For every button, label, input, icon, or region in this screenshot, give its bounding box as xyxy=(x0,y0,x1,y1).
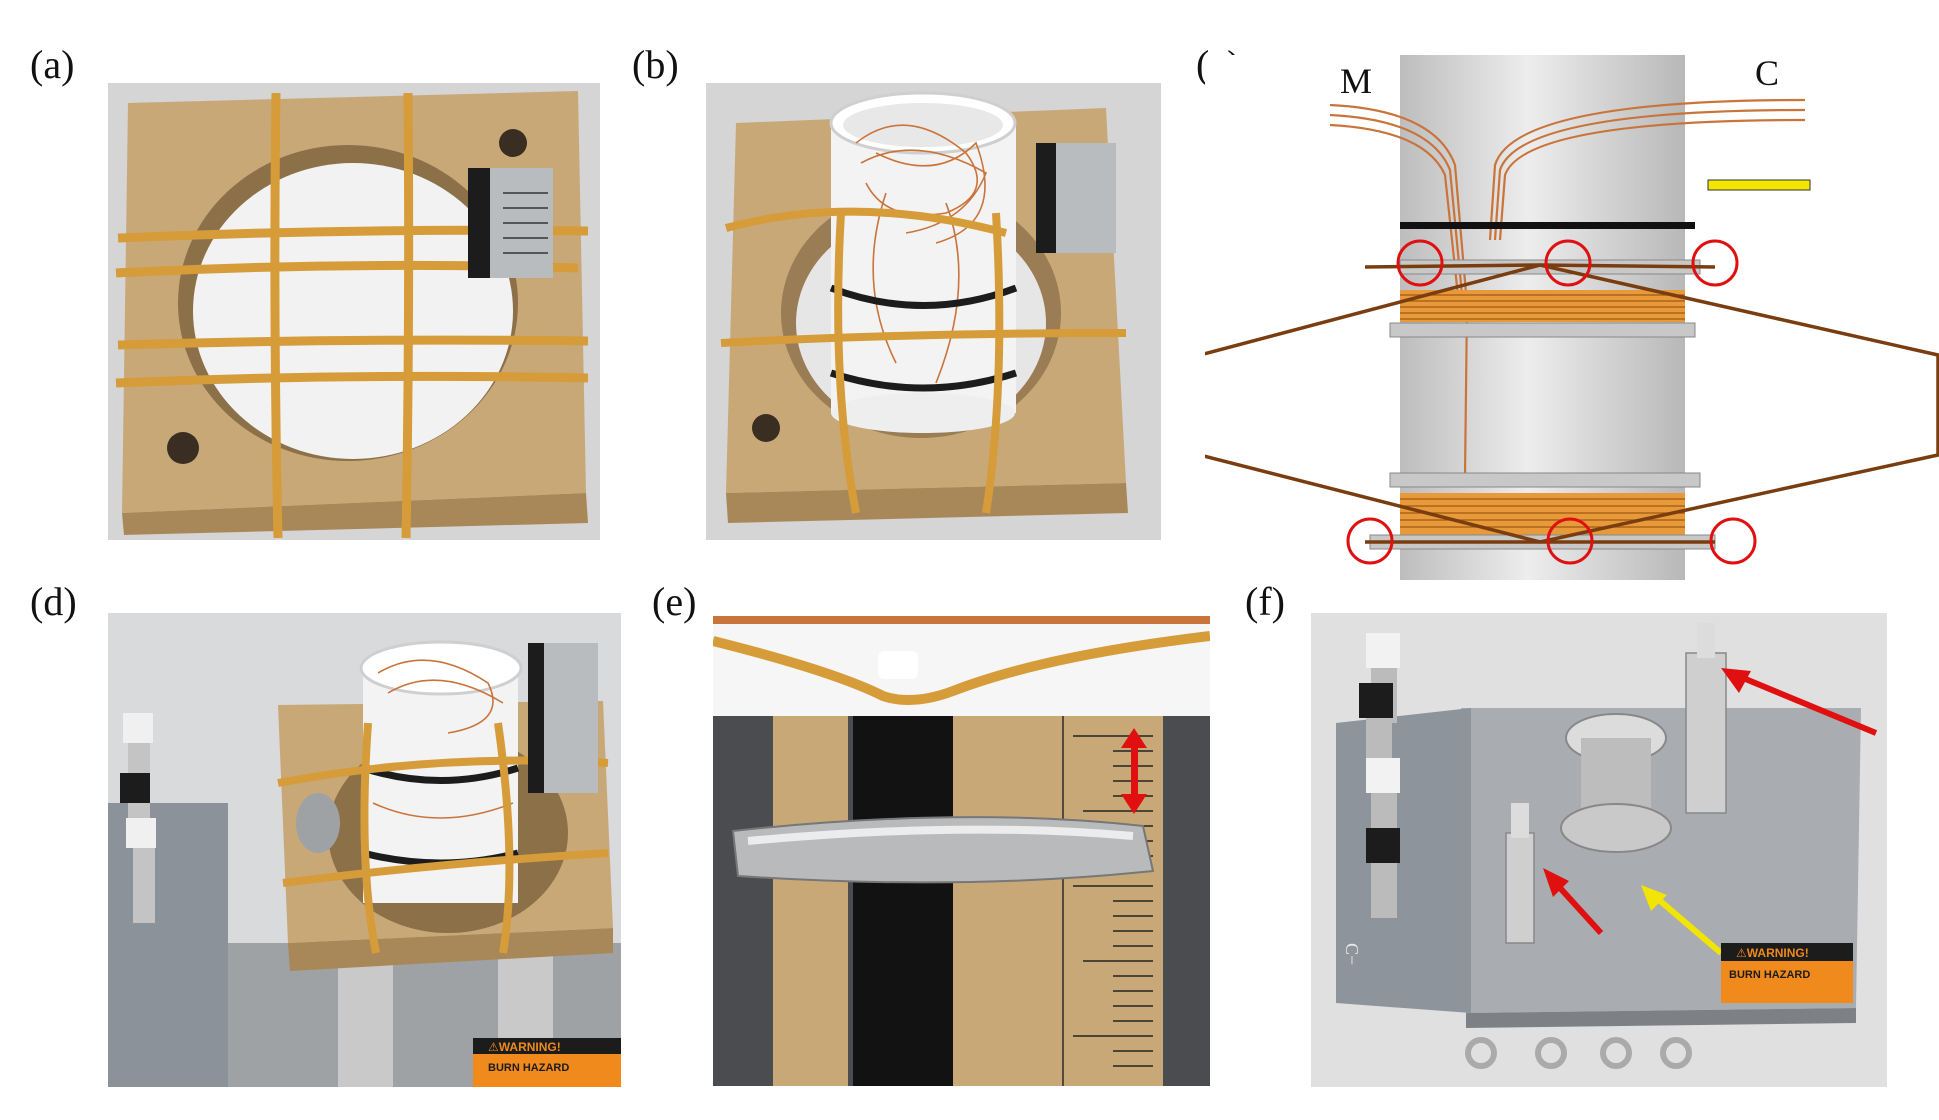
warning-label-line-d: BURN HAZARD xyxy=(488,1062,569,1074)
photo-e-closeup-ruler xyxy=(713,616,1210,1086)
double-arrow-icon xyxy=(1121,728,1147,814)
warning-label-f: ⚠WARNING! BURN HAZARD xyxy=(1721,943,1853,1003)
photo-f-base-plate: C− ⚠WARNING! BURN HAZARD xyxy=(1311,613,1887,1087)
panel-label-a: (a) xyxy=(30,42,75,87)
diagram-c-coil-schematic: M C xyxy=(1205,55,1939,580)
panel-label-e: (e) xyxy=(652,579,697,624)
warning-label-title-d: ⚠WARNING! xyxy=(488,1040,561,1054)
photo-d-assembled-holder: ⚠WARNING! BURN HAZARD xyxy=(108,613,621,1087)
photo-b-coil-former xyxy=(706,83,1161,540)
wire-label-m: M xyxy=(1340,61,1372,101)
hole-icon xyxy=(499,129,527,157)
pin-right xyxy=(1685,652,1727,814)
wire-label-c: C xyxy=(1755,55,1779,93)
photo-a-wooden-frame xyxy=(108,83,600,540)
yellow-arrow-icon xyxy=(1641,885,1723,956)
panel-label-d: (d) xyxy=(30,579,77,624)
frame-outline xyxy=(1205,263,1939,544)
red-marker-circles xyxy=(1346,239,1757,565)
warning-label-title-f: ⚠WARNING! xyxy=(1736,946,1809,960)
panel-label-b: (b) xyxy=(632,42,679,87)
panel-f-side-text: C− xyxy=(1342,943,1362,965)
pin-left xyxy=(1505,832,1535,944)
warning-label-line-f: BURN HAZARD xyxy=(1729,969,1810,981)
red-arrow-icon xyxy=(1543,868,1604,936)
red-arrow-icon xyxy=(1721,668,1878,736)
panel-label-f: (f) xyxy=(1245,579,1285,624)
